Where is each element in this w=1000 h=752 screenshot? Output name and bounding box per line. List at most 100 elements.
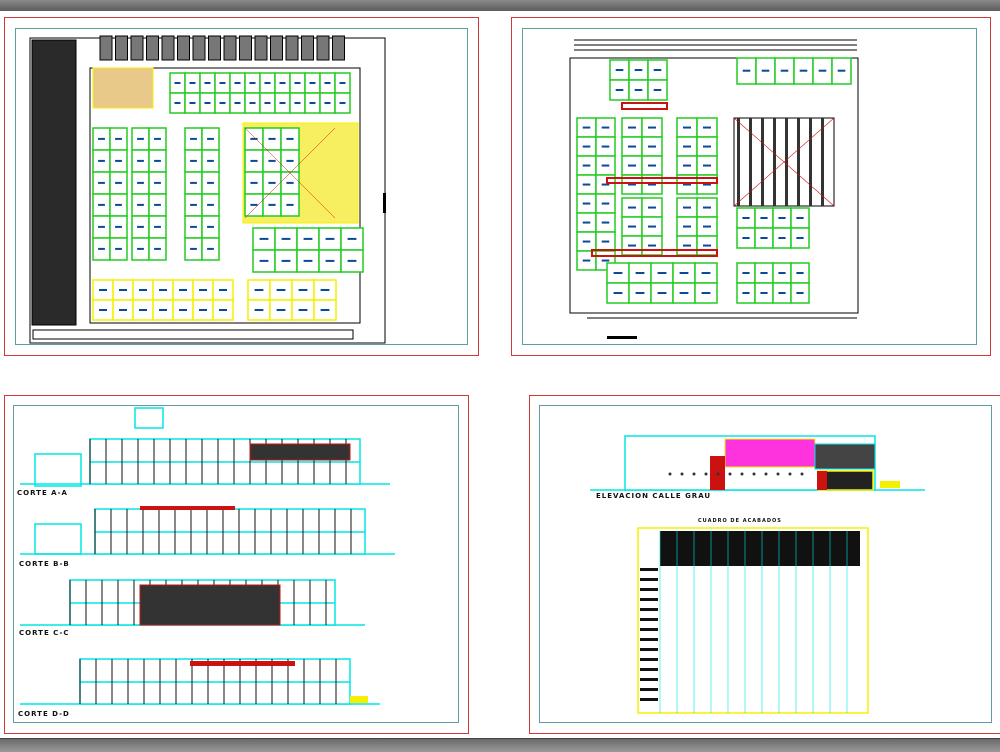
furniture-mark — [657, 272, 667, 274]
furniture-mark — [137, 137, 144, 140]
furniture-mark — [115, 181, 122, 184]
furniture-mark — [174, 102, 181, 104]
furniture-mark — [154, 181, 161, 184]
roof-beam — [797, 118, 800, 206]
furniture-mark — [115, 225, 122, 228]
furniture-mark — [796, 237, 804, 239]
table-row-label — [640, 658, 658, 661]
furniture-mark — [648, 244, 656, 247]
furniture-mark — [154, 159, 161, 162]
furniture-mark — [199, 289, 207, 291]
furniture-mark — [276, 309, 286, 311]
furniture-mark — [98, 159, 105, 162]
section-label-d: CORTE D-D — [18, 710, 70, 718]
section-label-b: CORTE B-B — [19, 560, 70, 568]
furniture-mark — [679, 272, 689, 274]
furniture-mark — [254, 309, 264, 311]
viewport-floor-plan-1[interactable] — [15, 28, 468, 345]
table-row-label — [640, 588, 658, 591]
furniture-mark — [601, 259, 610, 262]
furniture-mark — [760, 272, 768, 274]
sheet-sections[interactable]: CORTE A-A CORTE B-B CORTE C-C CORTE D-D — [4, 395, 469, 734]
furniture-mark — [268, 159, 276, 162]
furniture-mark — [294, 102, 301, 104]
furniture-mark — [298, 309, 308, 311]
table-row-label — [640, 578, 658, 581]
furniture-mark — [582, 202, 591, 205]
parking-space — [270, 35, 283, 61]
furniture-mark — [601, 240, 610, 243]
furniture-mark — [137, 247, 144, 250]
furniture-mark — [339, 102, 346, 104]
parking-space — [146, 35, 159, 61]
viewport-floor-plan-2[interactable] — [522, 28, 977, 345]
parking-space — [316, 35, 330, 61]
car — [350, 696, 368, 703]
viewport-sections[interactable] — [13, 405, 459, 723]
window-mark — [752, 472, 756, 476]
site-boundary — [29, 37, 386, 344]
status-bar — [0, 738, 1000, 752]
furniture-mark — [582, 164, 591, 167]
furniture-mark — [703, 206, 711, 209]
furniture-mark — [264, 82, 271, 84]
furniture-mark — [279, 102, 286, 104]
furniture-mark — [320, 289, 330, 291]
furniture-mark — [648, 164, 656, 167]
furniture-mark — [264, 102, 271, 104]
furniture-mark — [615, 89, 624, 91]
furniture-mark — [250, 203, 258, 206]
furniture-mark — [207, 137, 214, 140]
furniture-mark — [119, 309, 127, 311]
door — [817, 471, 827, 490]
furniture-mark — [628, 126, 636, 129]
viewport-elevation[interactable] — [539, 405, 992, 723]
scale-bar — [607, 336, 637, 339]
furniture-mark — [189, 102, 196, 104]
sheet-elevation[interactable]: ELEVACION CALLE GRAU CUADRO DE ACABADOS — [529, 395, 1000, 734]
furniture-mark — [219, 289, 227, 291]
table-row-label — [640, 618, 658, 621]
furniture-mark — [347, 237, 357, 240]
furniture-mark — [137, 203, 144, 206]
furniture-mark — [339, 82, 346, 84]
furniture-mark — [154, 203, 161, 206]
section-label-c: CORTE C-C — [19, 629, 70, 637]
window-mark — [728, 472, 732, 476]
furniture-mark — [683, 164, 691, 167]
furniture-mark — [154, 225, 161, 228]
furniture-mark — [98, 203, 105, 206]
furniture-mark — [601, 202, 610, 205]
floor-plan-1-drawing — [29, 35, 386, 344]
furniture-mark — [294, 82, 301, 84]
furniture-mark — [683, 225, 691, 228]
sheet-floor-plan-2[interactable] — [511, 17, 991, 356]
furniture-mark — [250, 159, 258, 162]
diagonal — [244, 127, 336, 219]
section-label-a: CORTE A-A — [17, 489, 68, 497]
furniture-mark — [234, 102, 241, 104]
title-bar — [0, 0, 1000, 11]
furniture-mark — [179, 309, 187, 311]
furniture-mark — [139, 309, 147, 311]
toilets — [92, 67, 154, 109]
furniture-mark — [818, 69, 827, 72]
adjacent-building — [34, 523, 82, 555]
parking-space — [208, 35, 221, 61]
furniture-mark — [582, 221, 591, 224]
furniture-mark — [601, 183, 610, 186]
window-mark — [716, 472, 720, 476]
furniture-mark — [309, 82, 316, 84]
car — [880, 481, 900, 488]
furniture-mark — [634, 69, 643, 71]
sheet-floor-plan-1[interactable] — [4, 17, 479, 356]
facade-grid — [814, 443, 876, 470]
furniture-mark — [582, 126, 591, 129]
furniture-mark — [761, 69, 770, 72]
furniture-mark — [207, 225, 214, 228]
furniture-mark — [159, 289, 167, 291]
furniture-mark — [628, 225, 636, 228]
furniture-mark — [190, 137, 197, 140]
furniture-mark — [268, 203, 276, 206]
furniture-mark — [279, 82, 286, 84]
